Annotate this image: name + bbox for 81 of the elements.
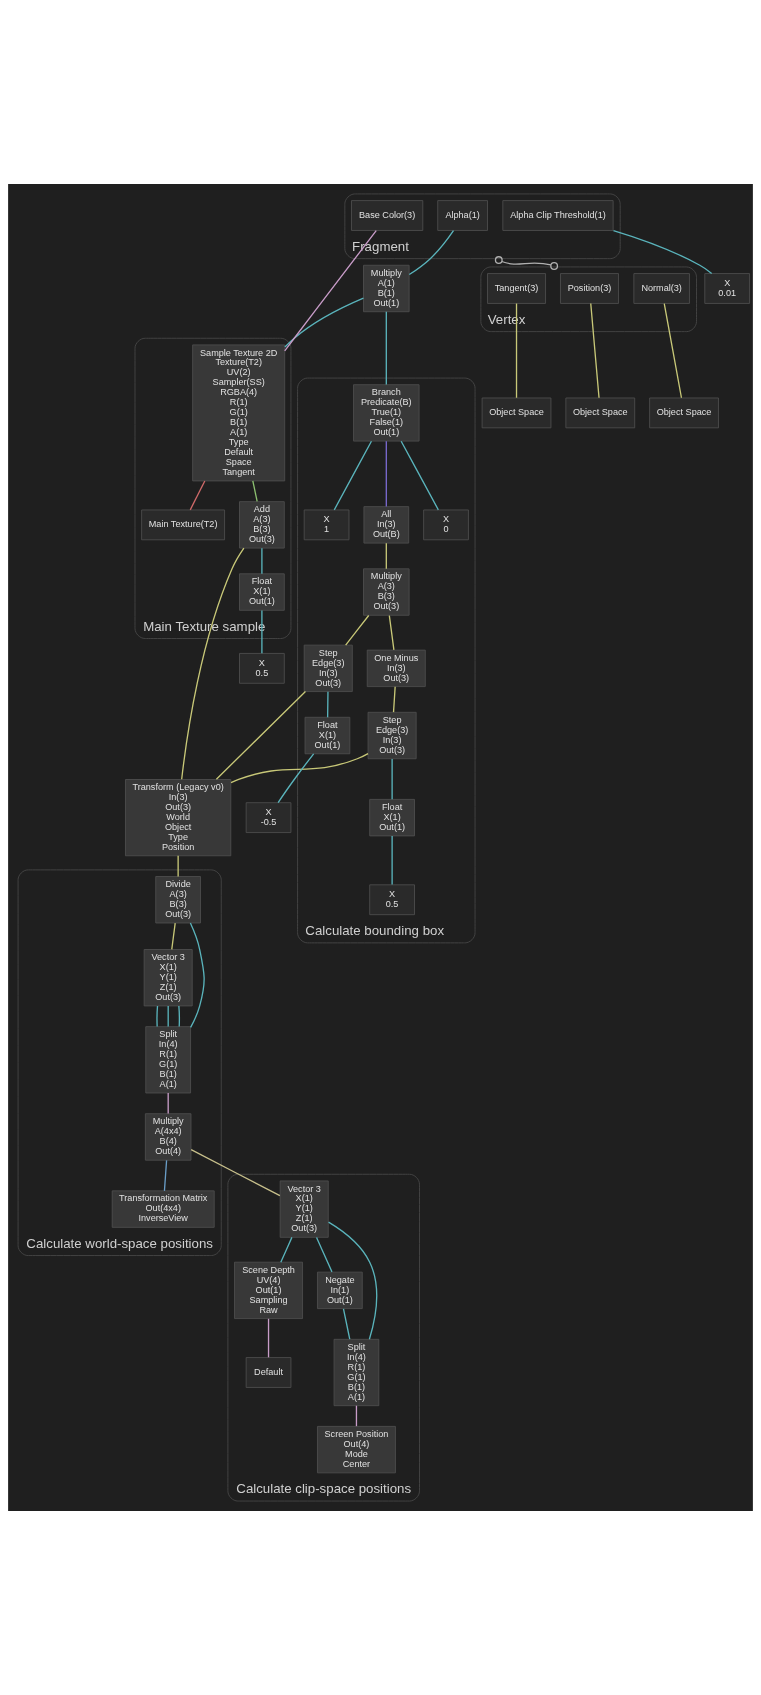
node-box: X 0 [423, 509, 469, 541]
node-box: Branch Predicate(B) True(1) False(1) Out(1) [353, 384, 420, 442]
node-box: Object Space [565, 397, 636, 429]
node-box: Position(3) [560, 273, 619, 304]
connector [408, 229, 455, 276]
node-box: Float X(1) Out(1) [239, 573, 285, 611]
connector [261, 547, 263, 575]
node-box: All In(3) Out(B) [363, 506, 410, 544]
connector [215, 690, 307, 780]
connector [400, 440, 439, 511]
connector [189, 480, 206, 511]
connector [392, 686, 396, 713]
connector [385, 311, 387, 386]
node-box: Base Color(3) [351, 200, 424, 231]
connector [178, 1005, 181, 1028]
connector [181, 547, 245, 780]
connector [230, 752, 369, 784]
connector [284, 297, 365, 348]
node-box: Divide A(3) B(3) Out(3) [155, 876, 201, 924]
connector [612, 229, 713, 275]
connector [177, 855, 179, 878]
connector [252, 480, 258, 503]
node-box: Transform (Legacy v0) In(3) Out(3) World Object Type Position [125, 779, 232, 857]
connector [190, 1149, 281, 1197]
node-box: Split In(4) R(1) G(1) B(1) A(1) [145, 1026, 191, 1094]
node-box: X -0.5 [245, 802, 292, 833]
node-box: Negate In(1) Out(1) [317, 1271, 363, 1310]
node-box: Step Edge(3) In(3) Out(3) [367, 711, 417, 760]
node-box: X 0.01 [704, 273, 750, 304]
connector [590, 302, 600, 399]
node-box: Alpha(1) [437, 200, 488, 231]
connector [345, 614, 370, 646]
node-box: X 0.5 [369, 884, 415, 916]
node-box: Object Space [649, 397, 719, 429]
connector [327, 1221, 378, 1340]
connector [277, 753, 315, 804]
node-box: Screen Position Out(4) Mode Center [317, 1426, 396, 1474]
connector [167, 1092, 169, 1115]
connector [355, 1405, 358, 1427]
node-box: Vector 3 X(1) Y(1) Z(1) Out(3) [143, 949, 193, 1007]
connector [515, 302, 518, 399]
connector [391, 835, 393, 886]
connector [385, 440, 387, 508]
node-box: Multiply A(3) B(3) Out(3) [363, 568, 410, 616]
connector [333, 440, 373, 511]
connector [280, 1236, 293, 1263]
node-box: Add A(3) B(3) Out(3) [239, 501, 285, 549]
connector [494, 256, 559, 270]
connector [284, 229, 377, 352]
node-box: Tangent(3) [487, 273, 546, 304]
connector [315, 1236, 333, 1273]
node-box: Default [245, 1357, 292, 1388]
node-box: Multiply A(1) B(1) Out(1) [363, 264, 410, 313]
node-box: Normal(3) [633, 273, 690, 304]
node-box: Scene Depth UV(4) Out(1) Sampling Raw [234, 1261, 303, 1319]
connector [167, 1005, 169, 1028]
node-box: Split In(4) R(1) G(1) B(1) A(1) [333, 1338, 380, 1407]
connector [326, 691, 329, 718]
connector [385, 542, 387, 570]
node-box: Object Space [481, 397, 552, 429]
node-box: Step Edge(3) In(3) Out(3) [303, 644, 353, 692]
connector [163, 1159, 168, 1192]
connector [189, 922, 205, 1029]
node-box: Transformation Matrix Out(4x4) InverseView [111, 1190, 215, 1228]
connector [388, 614, 395, 651]
node-box: Alpha Clip Threshold(1) [502, 200, 614, 231]
node-box: X 0.5 [239, 653, 285, 684]
connector [342, 1308, 351, 1340]
node-box: Float X(1) Out(1) [304, 716, 351, 755]
connector [391, 758, 393, 800]
node-box: X 1 [303, 509, 350, 541]
node-box: Vector 3 X(1) Y(1) Z(1) Out(3) [279, 1180, 329, 1238]
node-box: One Minus In(3) Out(3) [366, 649, 426, 687]
node-box: Multiply A(4x4) B(4) Out(4) [144, 1113, 192, 1161]
node-box: Float X(1) Out(1) [369, 799, 415, 837]
connector [171, 922, 176, 950]
connector [267, 1318, 270, 1358]
node-box: Sample Texture 2D Texture(T2) UV(2) Sampler(SS) RGBA(4) R(1) G(1) B(1) A(1) Type Default Space Tangent [192, 344, 286, 482]
node-box: Main Texture(T2) [141, 509, 225, 541]
connector [663, 302, 683, 399]
connector [156, 1005, 159, 1028]
